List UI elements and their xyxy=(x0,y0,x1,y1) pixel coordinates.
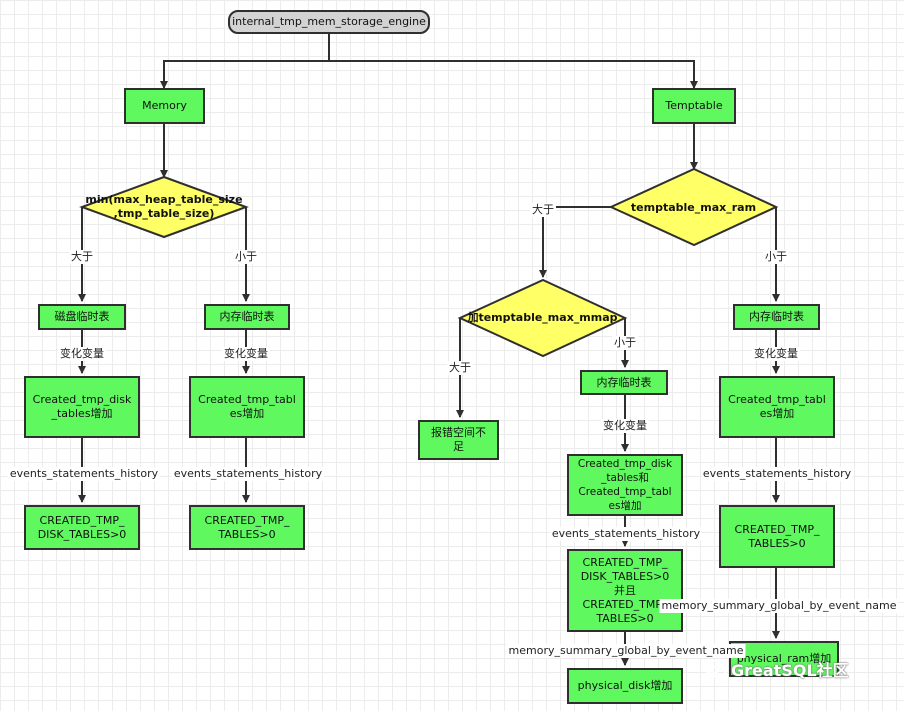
label-change-var-2: 变化变量 xyxy=(222,347,270,361)
decision-temptable-max-mmap-label: 加temptable_max_mmap xyxy=(467,311,618,324)
label-gt-mmap: 大于 xyxy=(447,361,473,375)
label-memsum-right: memory_summary_global_by_event_name xyxy=(659,599,899,613)
memory-node: Memory xyxy=(124,88,205,124)
edge-maxram-mmap xyxy=(539,206,611,278)
label-memsum-mid: memory_summary_global_by_event_name xyxy=(506,644,746,658)
decision-temptable-max-mmap xyxy=(457,278,628,358)
label-lt-left: 小于 xyxy=(233,250,259,264)
decision-temptable-max-ram-label: temptable_max_ram xyxy=(630,201,757,214)
decision-min-heap-tmp xyxy=(79,175,249,239)
created-tmp-tables-inc-left-node: Created_tmp_tabl es增加 xyxy=(189,376,305,438)
label-events-3: events_statements_history xyxy=(549,527,703,541)
edge-root-memory xyxy=(160,33,330,89)
created-tmp-both-inc-node: Created_tmp_disk _tables和 Created_tmp_ta… xyxy=(567,454,683,516)
decision-min-heap-tmp-label: min(max_heap_table_size ,tmp_table_size) xyxy=(85,193,243,220)
label-events-4: events_statements_history xyxy=(700,467,854,481)
edge-root-temptable xyxy=(329,60,698,89)
watermark-text: GreatSQL社区 xyxy=(731,661,849,680)
mem-tmp-table-mid-node: 内存临时表 xyxy=(580,370,668,395)
created-tmp-disk-inc-node: Created_tmp_disk _tables增加 xyxy=(24,376,140,438)
start-node: internal_tmp_mem_storage_engine xyxy=(228,10,430,34)
mem-tmp-table-left-node: 内存临时表 xyxy=(204,304,290,330)
created-tmp-tables-inc-right-node: Created_tmp_tabl es增加 xyxy=(719,376,835,438)
watermark: GreatSQL社区 xyxy=(703,657,849,681)
label-change-var-3: 变化变量 xyxy=(601,419,649,433)
label-change-var-4: 变化变量 xyxy=(752,347,800,361)
both-gt0-node: CREATED_TMP_ DISK_TABLES>0 并且 CREATED_TM… xyxy=(567,549,683,632)
label-change-var-1: 变化变量 xyxy=(58,347,106,361)
physical-disk-inc-node: physical_disk增加 xyxy=(567,668,683,704)
wechat-icon xyxy=(703,659,727,678)
disk-tables-gt0-node: CREATED_TMP_ DISK_TABLES>0 xyxy=(24,505,140,550)
mem-tmp-table-right-node: 内存临时表 xyxy=(733,304,820,330)
label-gt-right: 大于 xyxy=(530,203,556,217)
label-lt-mmap: 小于 xyxy=(612,336,638,350)
disk-tmp-table-node: 磁盘临时表 xyxy=(38,304,126,330)
tables-gt0-right-node: CREATED_TMP_ TABLES>0 xyxy=(719,505,835,568)
decision-temptable-max-ram xyxy=(608,167,779,247)
label-gt-left: 大于 xyxy=(69,250,95,264)
temptable-node: Temptable xyxy=(652,88,736,124)
label-events-1: events_statements_history xyxy=(7,467,161,481)
physical-ram-inc-node: physical_ram增加 xyxy=(729,641,839,677)
tables-gt0-left-node: CREATED_TMP_ TABLES>0 xyxy=(189,505,305,550)
label-lt-right: 小于 xyxy=(763,250,789,264)
label-events-2: events_statements_history xyxy=(171,467,325,481)
error-space-node: 报错空间不 足 xyxy=(418,420,499,460)
